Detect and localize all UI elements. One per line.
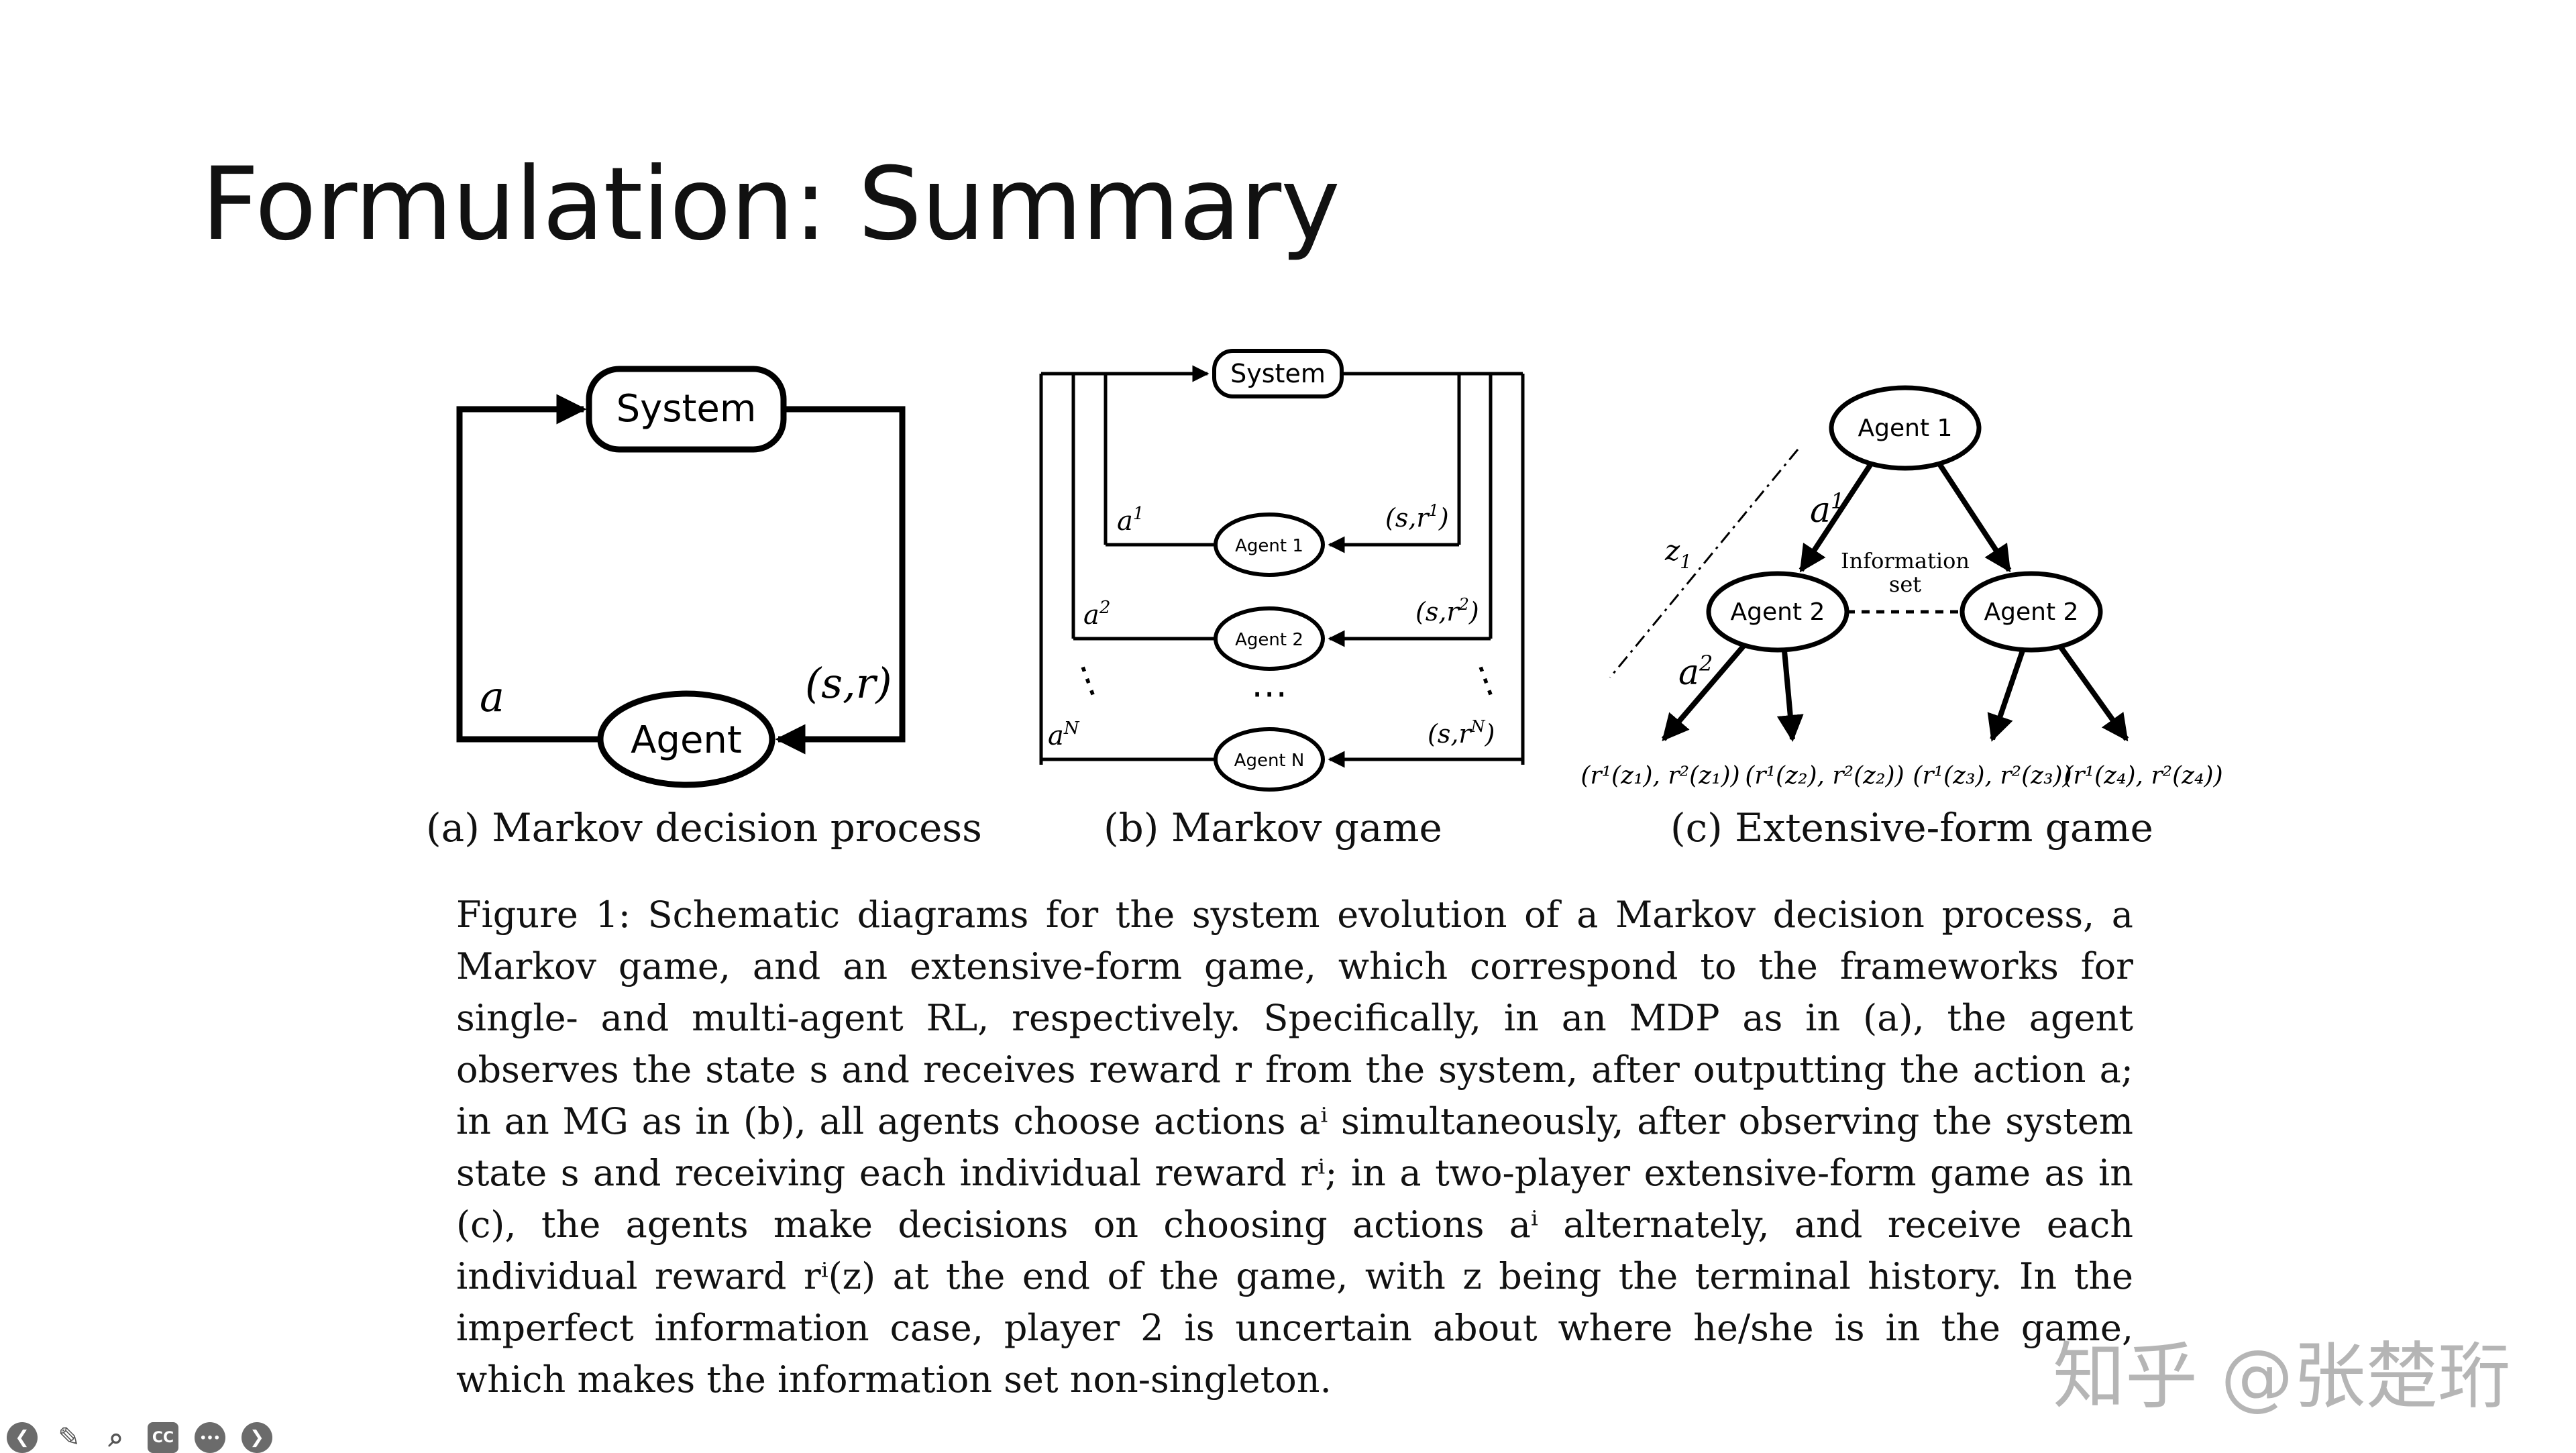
subcaption-c: (c) Extensive-form game <box>1670 805 2153 851</box>
figure-diagrams: System Agent a (s,r) System <box>456 349 2223 792</box>
diagram-mdp: System Agent a (s,r) <box>456 366 906 788</box>
watermark: 知乎 @张楚珩 <box>2053 1335 2511 1419</box>
efg-agent1-label: Agent 1 <box>1858 415 1953 442</box>
efg-leaf-2: (r¹(z₂), r²(z₂)) <box>1745 762 1904 790</box>
mdp-action-arrow <box>456 394 600 743</box>
efg-agent2-right-label: Agent 2 <box>1984 598 2079 626</box>
efg-agent1-node <box>1829 385 1982 471</box>
efg-z1-line <box>1609 449 1799 678</box>
efg-info-label-2: set <box>1889 572 1921 597</box>
slideshow-toolbar: ❮ ✎ ⌕ CC ••• ❯ <box>7 1422 272 1453</box>
zoom-icon[interactable]: ⌕ <box>108 1422 124 1453</box>
mg-right-vdots: ⋮ <box>1461 654 1509 706</box>
mdp-agent-label: Agent <box>631 718 742 762</box>
mdp-system-label: System <box>616 387 757 431</box>
efg-edge-leaf-3 <box>1987 649 2025 742</box>
previous-slide-button[interactable]: ❮ <box>7 1422 38 1453</box>
figure-caption: Figure 1: Schematic diagrams for the sys… <box>456 894 2133 1401</box>
efg-edge-a1-left <box>1799 461 1874 573</box>
mg-sr1-label: (s,r1) <box>1385 501 1449 533</box>
efg-edge-a1-right <box>1936 461 2012 573</box>
efg-z1-label: z1 <box>1664 534 1692 573</box>
mg-a2-label: a2 <box>1083 598 1110 631</box>
mg-agentN-label: Agent N <box>1234 751 1305 771</box>
mg-left-vdots: ⋮ <box>1063 654 1112 706</box>
mdp-action-label: a <box>480 672 504 721</box>
efg-a2-label: a2 <box>1678 651 1713 693</box>
subcaption-b: (b) Markov game <box>1104 805 1442 851</box>
efg-leaf-1: (r¹(z₁), r²(z₁)) <box>1580 762 1739 790</box>
mg-agent2-label: Agent 2 <box>1235 630 1303 650</box>
efg-agent2-left-label: Agent 2 <box>1731 598 1825 626</box>
efg-edge-leaf-1 <box>1661 643 1747 742</box>
slide-title: Formulation: Summary <box>201 146 1340 263</box>
mg-sr2-label: (s,r2) <box>1415 595 1479 627</box>
mg-aN-label: aN <box>1048 718 1080 751</box>
mg-srN-label: (s,rN) <box>1428 717 1495 749</box>
efg-info-label-1: Information <box>1841 548 1970 574</box>
pen-icon[interactable]: ✎ <box>58 1422 80 1453</box>
subtitles-button[interactable]: CC <box>148 1422 178 1453</box>
mdp-obs-label: (s,r) <box>805 659 892 708</box>
next-slide-button[interactable]: ❯ <box>241 1422 272 1453</box>
mg-hdots: ⋯ <box>1251 672 1287 714</box>
efg-a1-label: a1 <box>1810 488 1844 531</box>
efg-agent2-right-node <box>1960 571 2103 653</box>
efg-leaf-3: (r¹(z₃), r²(z₃)) <box>1913 762 2072 790</box>
more-options-button[interactable]: ••• <box>195 1422 225 1453</box>
mdp-observation-arrow <box>775 406 906 755</box>
diagram-extensive-form: Agent 1 Agent 2 Agent 2 Information set <box>1580 385 2223 790</box>
mg-agent1-label: Agent 1 <box>1235 536 1303 556</box>
subcaption-a: (a) Markov decision process <box>426 805 982 851</box>
mg-a1-label: a1 <box>1117 504 1144 537</box>
mg-system-label: System <box>1230 359 1326 388</box>
efg-edge-leaf-2 <box>1776 650 1804 742</box>
diagram-markov-game: System Agent 1 Agent 2 Agent N <box>1039 349 1525 792</box>
efg-edge-leaf-4 <box>2057 643 2129 742</box>
efg-leaf-4: (r¹(z₄), r²(z₄)) <box>2063 762 2222 790</box>
figure: System Agent a (s,r) System <box>402 349 2227 859</box>
